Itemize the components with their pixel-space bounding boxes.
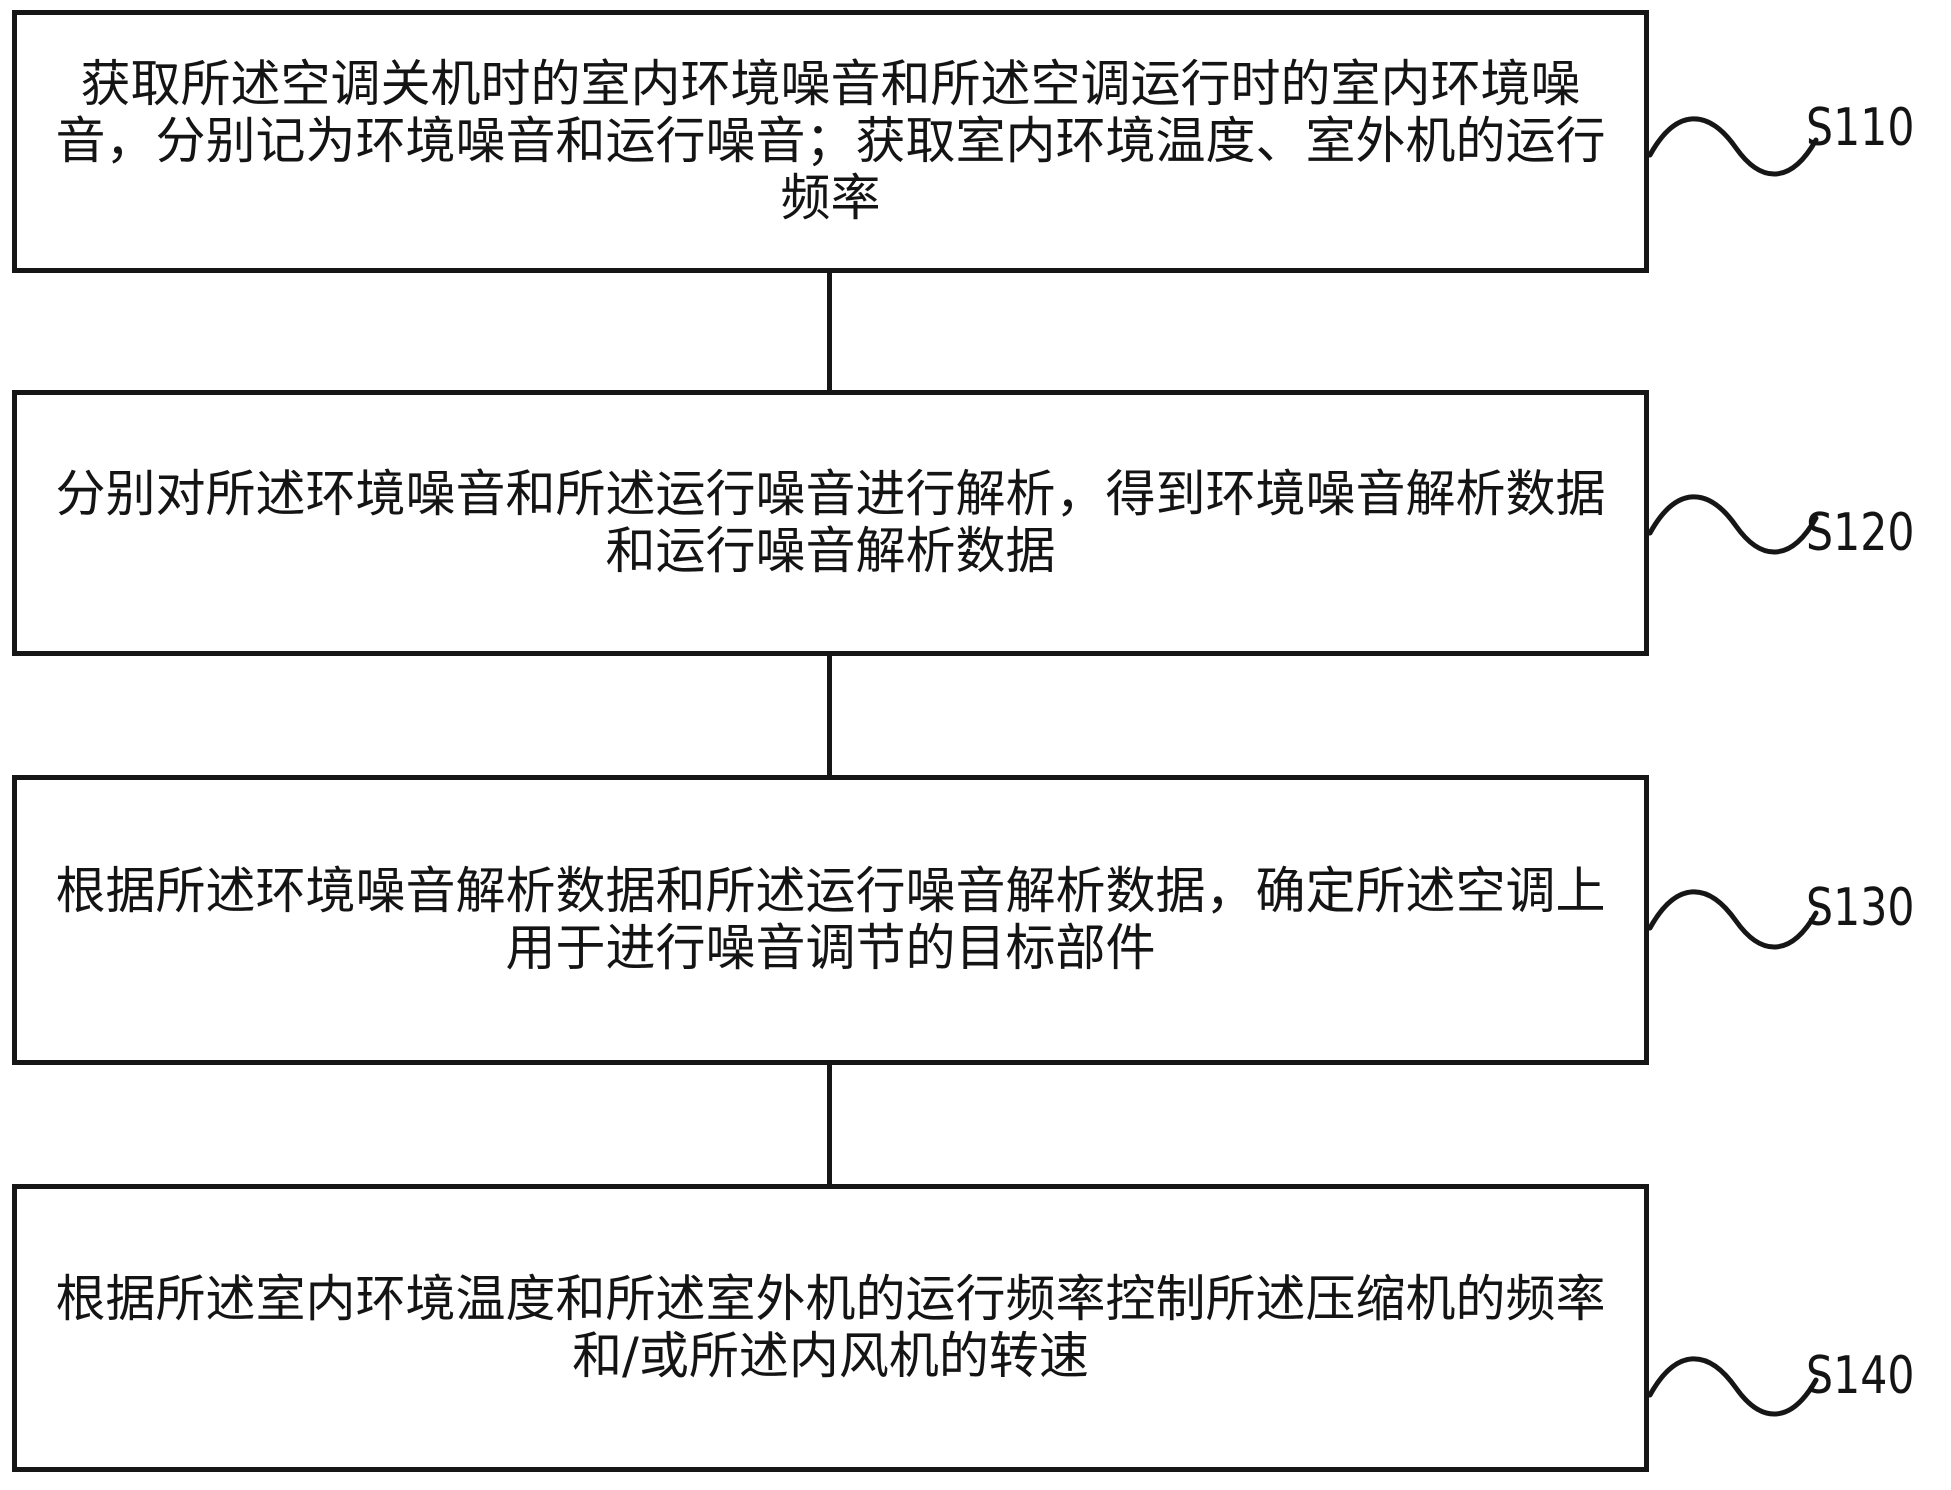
wave-connector-icon — [1648, 478, 1820, 578]
step-s120-text-line: 和运行噪音解析数据 — [605, 522, 1056, 580]
step-s130-text-line: 根据所述环境噪音解析数据和所述运行噪音解析数据，确定所述空调上 — [55, 862, 1606, 920]
step-s120-text-line: 分别对所述环境噪音和所述运行噪音进行解析，得到环境噪音解析数据 — [55, 465, 1606, 523]
step-s110-text-line: 频率 — [780, 169, 881, 227]
step-s140-text-line: 和/或所述内风机的转速 — [572, 1327, 1089, 1385]
step-label-s130: S130 — [1806, 878, 1915, 938]
wave-connector-icon — [1648, 873, 1820, 973]
wave-connector-icon — [1648, 1340, 1820, 1440]
flow-connector-3 — [827, 1063, 832, 1185]
step-box-s120: 分别对所述环境噪音和所述运行噪音进行解析，得到环境噪音解析数据 和运行噪音解析数… — [12, 390, 1649, 656]
step-label-s110: S110 — [1806, 98, 1915, 158]
step-label-s120: S120 — [1806, 503, 1915, 563]
step-box-s130: 根据所述环境噪音解析数据和所述运行噪音解析数据，确定所述空调上 用于进行噪音调节… — [12, 775, 1649, 1065]
step-label-s140: S140 — [1806, 1346, 1915, 1406]
step-s110-text-line: 获取所述空调关机时的室内环境噪音和所述空调运行时的室内环境噪 — [80, 55, 1581, 113]
step-s130-text-line: 用于进行噪音调节的目标部件 — [505, 919, 1156, 977]
flow-connector-1 — [827, 271, 832, 391]
step-s140-text-line: 根据所述室内环境温度和所述室外机的运行频率控制所述压缩机的频率 — [55, 1270, 1606, 1328]
wave-connector-icon — [1648, 100, 1820, 200]
flow-connector-2 — [827, 654, 832, 776]
step-box-s110: 获取所述空调关机时的室内环境噪音和所述空调运行时的室内环境噪 音，分别记为环境噪… — [12, 10, 1649, 273]
step-box-s140: 根据所述室内环境温度和所述室外机的运行频率控制所述压缩机的频率 和/或所述内风机… — [12, 1184, 1649, 1472]
step-s110-text-line: 音，分别记为环境噪音和运行噪音；获取室内环境温度、室外机的运行 — [55, 112, 1606, 170]
